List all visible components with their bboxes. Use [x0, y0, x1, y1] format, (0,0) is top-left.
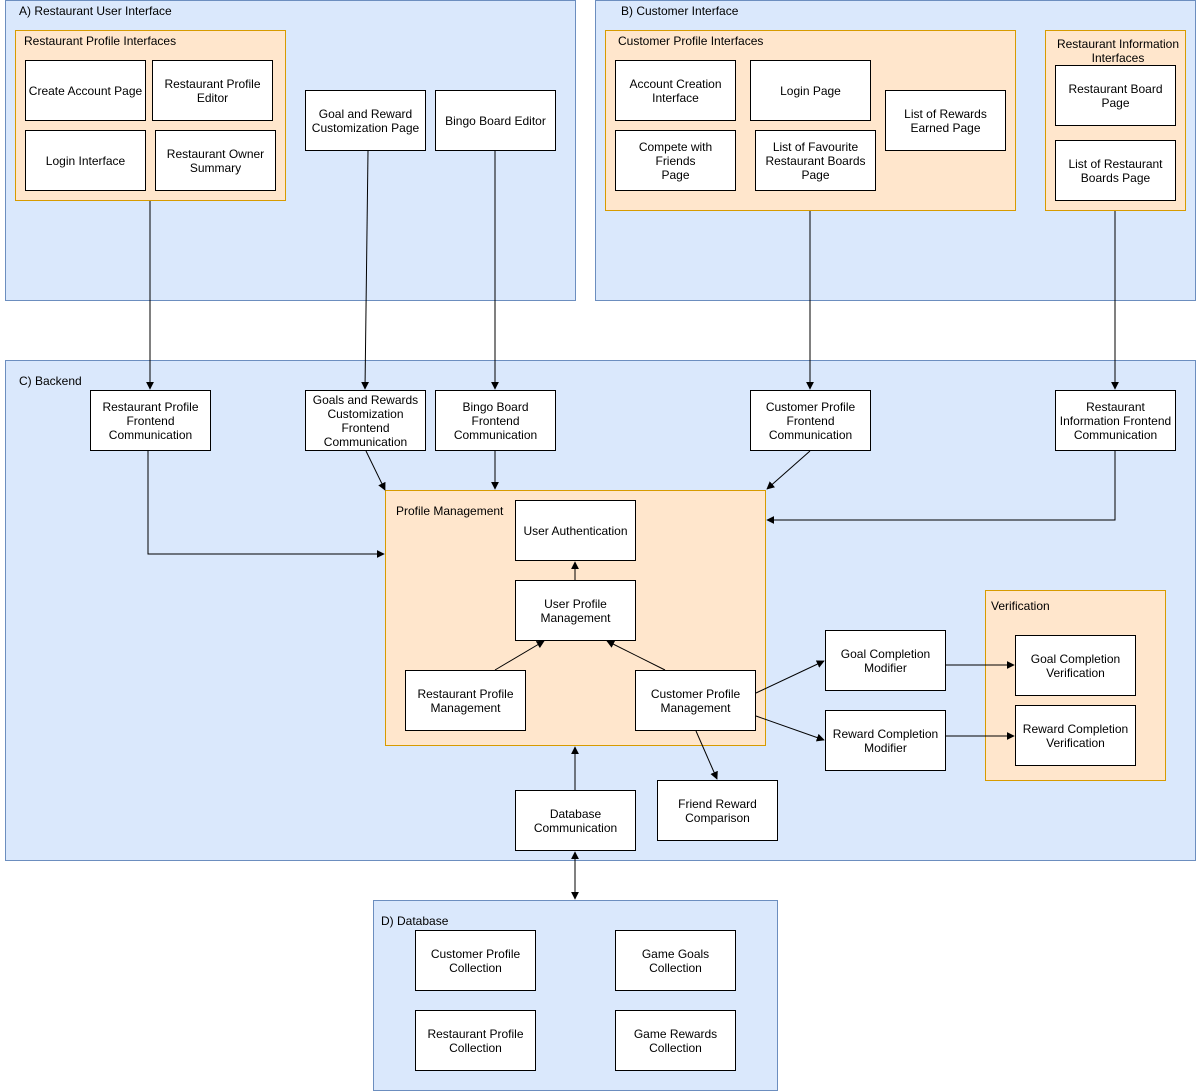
arrow-customer-mgmt-to-goal-modifier	[755, 660, 825, 694]
friend-reward-comparison: Friend Reward Comparison	[657, 780, 778, 841]
arrow-customer-mgmt-to-friend-comparison	[695, 730, 718, 780]
database-communication: Database Communication	[515, 790, 636, 851]
list-of-rewards-earned-page: List of Rewards Earned Page	[885, 90, 1006, 151]
goal-completion-modifier: Goal Completion Modifier	[825, 630, 946, 691]
restaurant-board-page: Restaurant Board Page	[1055, 65, 1176, 126]
user-authentication: User Authentication	[515, 500, 636, 561]
customer-profile-management: Customer Profile Management	[635, 670, 756, 731]
arrow-restaurant-comm-to-profile-mgmt	[147, 451, 385, 558]
arrow-customer-mgmt-to-reward-modifier	[755, 715, 825, 742]
reward-completion-verification: Reward Completion Verification	[1015, 705, 1136, 766]
restaurant-profile-frontend-communication: Restaurant Profile Frontend Communicatio…	[90, 390, 211, 451]
compete-with-friends-page: Compete with Friends Page	[615, 130, 736, 191]
restaurant-information-frontend-communication: Restaurant Information Frontend Communic…	[1055, 390, 1176, 451]
customer-profile-collection: Customer Profile Collection	[415, 930, 536, 991]
login-interface: Login Interface	[25, 130, 146, 191]
bingo-board-editor: Bingo Board Editor	[435, 90, 556, 151]
list-of-restaurant-boards-page: List of Restaurant Boards Page	[1055, 140, 1176, 201]
restaurant-profile-collection: Restaurant Profile Collection	[415, 1010, 536, 1071]
restaurant-ui-region-title: A) Restaurant User Interface	[19, 4, 172, 18]
goals-rewards-customization-frontend-communication: Goals and Rewards Customization Frontend…	[305, 390, 426, 451]
profile-management-title: Profile Management	[396, 504, 504, 518]
restaurant-owner-summary: Restaurant Owner Summary	[155, 130, 276, 191]
game-rewards-collection: Game Rewards Collection	[615, 1010, 736, 1071]
game-goals-collection: Game Goals Collection	[615, 930, 736, 991]
customer-profile-interfaces-title: Customer Profile Interfaces	[618, 34, 764, 48]
goal-completion-verification: Goal Completion Verification	[1015, 635, 1136, 696]
user-profile-management: User Profile Management	[515, 580, 636, 641]
restaurant-information-interfaces-title: Restaurant Information Interfaces	[1056, 37, 1180, 65]
arrow-goals-comm-to-profile-mgmt	[365, 450, 386, 491]
database-region-title: D) Database	[381, 914, 449, 928]
reward-completion-modifier: Reward Completion Modifier	[825, 710, 946, 771]
restaurant-profile-interfaces-title: Restaurant Profile Interfaces	[24, 34, 177, 48]
arrow-info-comm-to-profile-mgmt	[766, 451, 1116, 524]
arrow-customer-comm-to-profile-mgmt	[766, 450, 811, 490]
verification-title: Verification	[991, 599, 1050, 613]
restaurant-profile-editor: Restaurant Profile Editor	[152, 60, 273, 121]
backend-region-title: C) Backend	[19, 374, 82, 388]
create-account-page: Create Account Page	[25, 60, 146, 121]
list-of-favourite-restaurant-boards-page: List of Favourite Restaurant Boards Page	[755, 130, 876, 191]
bingo-board-frontend-communication: Bingo Board Frontend Communication	[435, 390, 556, 451]
arrow-restaurant-mgmt-to-user-profile	[494, 640, 545, 671]
customer-ui-region-title: B) Customer Interface	[621, 4, 739, 18]
customer-profile-frontend-communication: Customer Profile Frontend Communication	[750, 390, 871, 451]
arrow-customer-mgmt-to-user-profile	[606, 640, 666, 671]
account-creation-interface: Account Creation Interface	[615, 60, 736, 121]
goal-reward-customization-page: Goal and Reward Customization Page	[305, 90, 426, 151]
restaurant-profile-management: Restaurant Profile Management	[405, 670, 526, 731]
login-page: Login Page	[750, 60, 871, 121]
arrow-goal-page-to-goals-comm	[361, 150, 370, 390]
